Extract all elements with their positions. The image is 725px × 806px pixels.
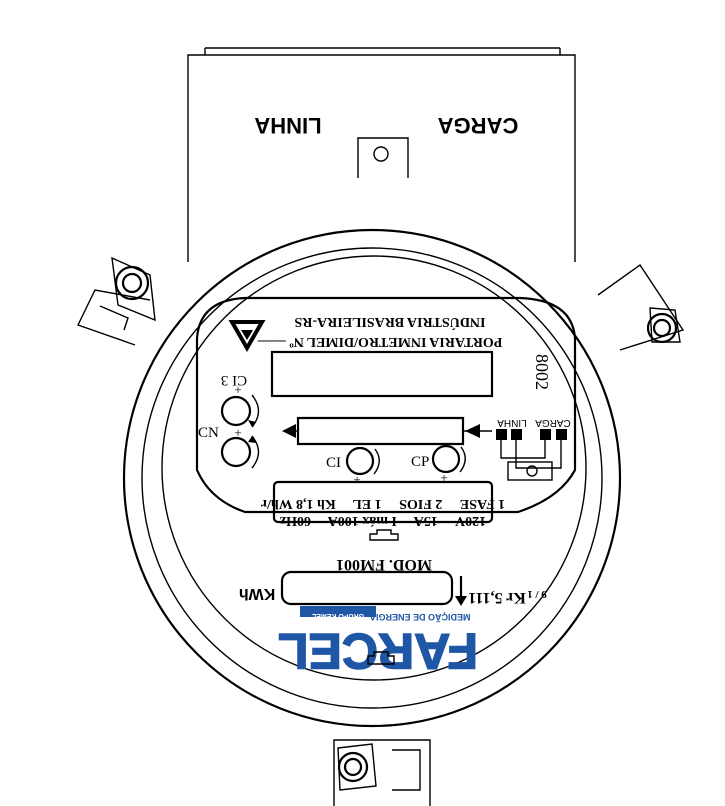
ci3-led [220,394,260,428]
brand-tagline: MEDIÇÃO DE ENERGIA [369,612,471,622]
outer-ring [122,228,622,728]
spec-elements: 1 EL [353,496,382,511]
spec-wires: 2 FIOS [399,496,442,511]
portaria-line-text: PORTARIA INMETRO/DIMEL Nº —— [257,334,503,349]
nameplate-panel [195,296,577,514]
glass-cover [161,255,587,681]
cn-led [220,435,260,469]
wiring-diagram: LINHA CARGA [496,417,571,481]
brand-logo: FARCEL MEDIÇÃO DE ENERGIA GRUPO KEMEL [277,606,479,680]
inner-ring [141,247,603,709]
ci-plus: + [353,472,360,487]
register-window [280,570,454,606]
ci-label: CI [326,455,341,471]
kr-fraction: 9 / 1 [527,588,547,600]
side-code-text: 8002 [532,354,552,390]
terminal-box: LINHA CARGA [187,47,576,262]
ci3-plus: + [234,382,241,397]
wiring-linha-label: LINHA [497,417,527,428]
cp-plus: + [440,470,447,485]
spec-kh: Kh 1,8 Wh/r [261,496,336,511]
cn-plus: + [234,425,241,440]
spec-phase: 1 FASE [460,496,505,511]
cn-label: CN [198,425,219,441]
spec-box: 1 FASE 2 FIOS 1 EL Kh 1,8 Wh/r 120V 15A … [261,480,505,528]
brand-name: FARCEL [278,623,478,679]
industry-line-text: INDÚSTRIA BRASILEIRA-RS [294,314,485,331]
cp-label: CP [411,454,429,470]
recycle-triangle-icon [228,320,266,353]
spec-row-2: 120V 15A I máx 100A 60Hz [280,513,486,528]
ci-led [345,446,380,476]
model-text: MOD. FM001 [336,556,432,573]
spec-row-1: 1 FASE 2 FIOS 1 EL Kh 1,8 Wh/r [261,496,505,511]
kwh-label: KWh [239,585,275,602]
ci3-label: CI 3 [221,372,247,388]
terminal-linha-label: LINHA [254,113,321,138]
bottom-mounting-lug [333,739,431,806]
cp-led [431,444,466,474]
brand-group: GRUPO KEMEL [311,612,364,619]
kr-label: Kr 5,111 [468,589,526,606]
wiring-carga-label: CARGA [535,417,571,428]
lcd-display-window [270,350,494,398]
right-mounting-lug [597,264,685,351]
register-drum [282,416,492,446]
spec-max-current: I máx 100A [327,513,397,528]
spec-voltage: 120V [455,513,486,528]
top-tab-hole [373,146,389,162]
bottom-seal-tab [367,651,395,665]
spec-frequency: 60Hz [280,513,311,528]
spec-connector [369,529,399,541]
brand-group-band [300,606,376,617]
terminal-carga-label: CARGA [438,113,519,138]
spec-current: 15A [413,513,438,528]
left-mounting-lug [77,256,156,346]
register-arrow-icon [455,576,467,606]
